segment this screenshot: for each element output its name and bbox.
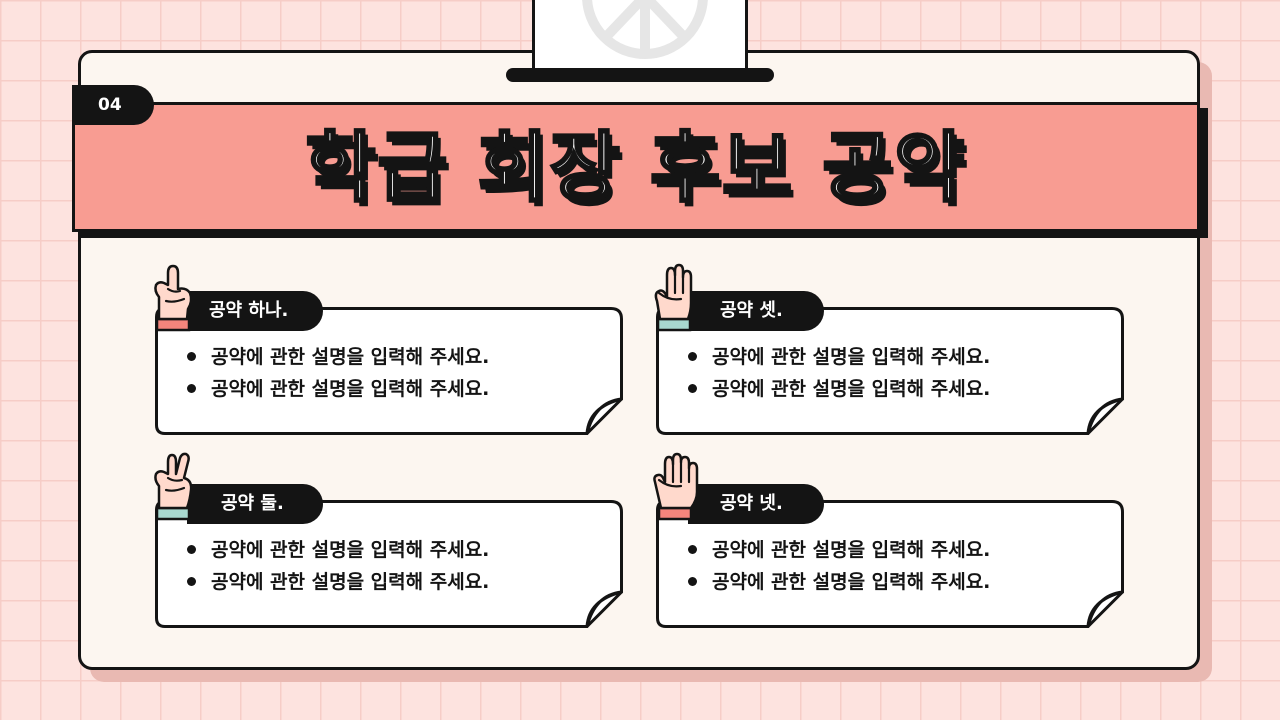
four-finger-hand-icon: [653, 452, 699, 521]
list-item: 공약에 관한 설명을 입력해 주세요.: [185, 566, 489, 598]
pledge-list: 공약에 관한 설명을 입력해 주세요. 공약에 관한 설명을 입력해 주세요.: [686, 341, 990, 405]
paper-note: [656, 500, 1124, 628]
pledge-label: 공약 하나.: [187, 291, 323, 331]
list-item: 공약에 관한 설명을 입력해 주세요.: [185, 534, 489, 566]
pledge-label: 공약 둘.: [187, 484, 323, 524]
pledge-card-1: 공약 하나. 공약에 관한 설명을 입력해 주세요. 공약에 관한 설명을 입력…: [155, 291, 623, 435]
pledge-list: 공약에 관한 설명을 입력해 주세요. 공약에 관한 설명을 입력해 주세요.: [185, 534, 489, 598]
ballot-slot: [506, 68, 774, 82]
pledge-list: 공약에 관한 설명을 입력해 주세요. 공약에 관한 설명을 입력해 주세요.: [686, 534, 990, 598]
two-finger-hand-icon: [154, 452, 193, 521]
list-item: 공약에 관한 설명을 입력해 주세요.: [185, 373, 489, 405]
pledge-list: 공약에 관한 설명을 입력해 주세요. 공약에 관한 설명을 입력해 주세요.: [185, 341, 489, 405]
pledge-label: 공약 넷.: [688, 484, 824, 524]
ballot-paper: [532, 0, 748, 78]
list-item: 공약에 관한 설명을 입력해 주세요.: [686, 534, 990, 566]
peace-icon: [582, 0, 708, 59]
title-banner: 학급 회장 후보 공약: [72, 102, 1200, 232]
one-finger-hand-icon: [154, 264, 193, 332]
list-item: 공약에 관한 설명을 입력해 주세요.: [686, 341, 990, 373]
three-finger-hand-icon: [654, 263, 693, 332]
list-item: 공약에 관한 설명을 입력해 주세요.: [686, 566, 990, 598]
list-item: 공약에 관한 설명을 입력해 주세요.: [686, 373, 990, 405]
pledge-card-4: 공약 넷. 공약에 관한 설명을 입력해 주세요. 공약에 관한 설명을 입력해…: [656, 484, 1124, 628]
page-title: 학급 회장 후보 공약: [304, 122, 967, 214]
pledge-card-3: 공약 셋. 공약에 관한 설명을 입력해 주세요. 공약에 관한 설명을 입력해…: [656, 291, 1124, 435]
pledge-card-2: 공약 둘. 공약에 관한 설명을 입력해 주세요. 공약에 관한 설명을 입력해…: [155, 484, 623, 628]
list-item: 공약에 관한 설명을 입력해 주세요.: [185, 341, 489, 373]
page-number: 04: [72, 85, 154, 125]
pledge-label: 공약 셋.: [688, 291, 824, 331]
